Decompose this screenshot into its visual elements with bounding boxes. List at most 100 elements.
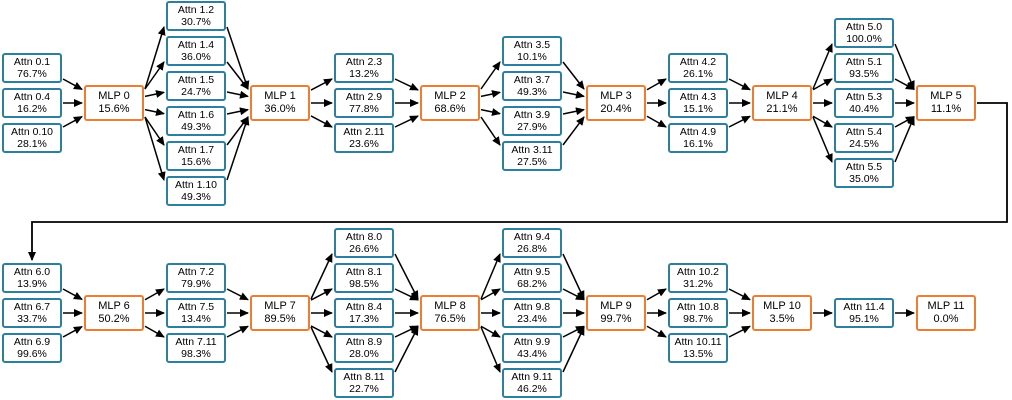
node-value: 49.3% xyxy=(181,191,211,203)
edge-arrow xyxy=(310,325,333,338)
edge-arrow xyxy=(226,116,250,181)
node-value: 13.9% xyxy=(17,278,47,290)
node-value: 76.7% xyxy=(17,68,47,80)
node-label: Attn 5.0 xyxy=(845,20,883,33)
node-label: MLP 1 xyxy=(264,89,296,102)
edge-arrow xyxy=(562,116,585,146)
node-label: Attn 5.1 xyxy=(845,55,883,68)
node-value: 98.7% xyxy=(683,313,713,325)
edge-arrow xyxy=(480,253,501,300)
node-value: 68.6% xyxy=(434,103,466,115)
edge-arrow xyxy=(728,325,751,338)
node-value: 13.2% xyxy=(349,68,379,80)
node-label: Attn 0.4 xyxy=(13,90,51,103)
node-value: 36.0% xyxy=(264,103,296,115)
node-value: 93.5% xyxy=(849,68,879,80)
node-label: Attn 2.11 xyxy=(343,125,385,138)
node-label: Attn 4.2 xyxy=(679,55,717,68)
node-label: MLP 4 xyxy=(766,89,798,102)
edge-arrow xyxy=(62,325,83,338)
node-label: Attn 4.3 xyxy=(679,90,717,103)
node-value: 20.4% xyxy=(600,103,632,115)
node-label: Attn 3.5 xyxy=(513,38,551,51)
node-label: Attn 2.3 xyxy=(345,55,383,68)
edge-arrow xyxy=(144,116,166,181)
node-value: 49.3% xyxy=(517,86,547,98)
edge-arrow xyxy=(226,325,249,338)
node-value: 15.1% xyxy=(683,103,713,115)
edge-arrow xyxy=(894,78,915,91)
node-value: 3.5% xyxy=(769,313,795,325)
edge-arrow xyxy=(226,288,249,301)
node-label: MLP 10 xyxy=(763,299,801,312)
edge-arrow xyxy=(226,90,249,99)
edge-arrow xyxy=(310,253,333,300)
node-label: Attn 9.8 xyxy=(513,300,551,313)
node-value: 68.2% xyxy=(517,278,547,290)
edge-arrow xyxy=(894,43,915,90)
edge-arrow xyxy=(144,26,166,90)
node-label: Attn 9.11 xyxy=(511,370,553,383)
node-value: 23.4% xyxy=(517,313,547,325)
node-value: 11.1% xyxy=(930,103,962,115)
node-value: 26.6% xyxy=(349,243,379,255)
edge-arrow xyxy=(562,90,585,99)
node-value: 15.6% xyxy=(98,103,130,115)
node-value: 17.3% xyxy=(349,313,379,325)
node-label: MLP 5 xyxy=(930,89,962,102)
node-label: Attn 8.1 xyxy=(345,265,383,278)
node-value: 50.2% xyxy=(98,313,130,325)
edge-arrow xyxy=(394,288,419,301)
edge-arrow xyxy=(562,61,585,90)
node-label: Attn 1.7 xyxy=(177,143,215,156)
node-label: Attn 10.2 xyxy=(676,265,720,278)
node-label: Attn 1.5 xyxy=(177,73,215,86)
node-label: Attn 1.4 xyxy=(177,38,215,51)
edge-arrow xyxy=(480,325,501,338)
node-value: 79.9% xyxy=(181,278,211,290)
node-label: Attn 1.2 xyxy=(177,3,215,16)
node-value: 46.2% xyxy=(517,383,547,395)
node-value: 100.0% xyxy=(846,33,882,45)
node-value: 15.6% xyxy=(181,156,211,168)
node-label: Attn 5.4 xyxy=(845,125,883,138)
node-label: Attn 8.9 xyxy=(345,335,383,348)
edge-arrow xyxy=(144,288,165,301)
node-label: Attn 8.11 xyxy=(343,370,385,383)
edge-arrow xyxy=(62,78,83,91)
edge-arrow xyxy=(144,90,165,98)
edge-arrow xyxy=(144,61,165,90)
node-label: Attn 6.9 xyxy=(13,335,51,348)
node-label: MLP 9 xyxy=(600,299,632,312)
edge-arrow xyxy=(226,26,250,90)
node-value: 28.0% xyxy=(349,348,379,360)
edge-arrow xyxy=(646,288,667,301)
edge-arrow xyxy=(394,115,419,128)
node-label: Attn 1.10 xyxy=(174,178,218,191)
